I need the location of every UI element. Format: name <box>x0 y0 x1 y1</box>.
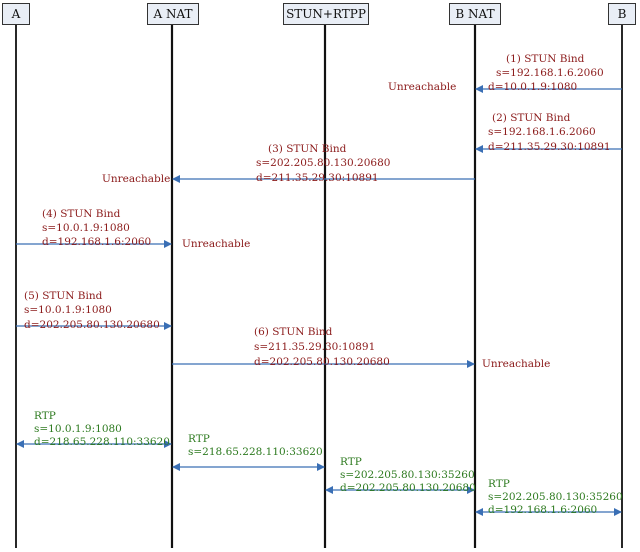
rtp-4-title: RTP <box>488 478 510 490</box>
rtp-3-title: RTP <box>340 456 362 468</box>
msg-3-status: Unreachable <box>102 173 171 185</box>
msg-2-source: s=192.168.1.6.2060 <box>488 126 596 138</box>
rtp-2-title: RTP <box>188 433 210 445</box>
msg-3-source: s=202.205.80.130.20680 <box>256 157 391 169</box>
lifeline-header-a-nat: A NAT <box>147 3 199 25</box>
lifeline-header-b: B <box>608 3 636 25</box>
msg-6-status: Unreachable <box>482 358 551 370</box>
rtp-1-dest: d=218.65.228.110:33620 <box>34 436 170 448</box>
msg-3-title: (3) STUN Bind <box>268 143 347 155</box>
msg-6-title: (6) STUN Bind <box>254 326 333 338</box>
msg-5-source: s=10.0.1.9:1080 <box>24 304 112 316</box>
msg-1-source: s=192.168.1.6.2060 <box>496 67 604 79</box>
rtp-1-title: RTP <box>34 410 56 422</box>
msg-4-title: (4) STUN Bind <box>42 208 121 220</box>
msg-6-dest: d=202.205.80.130.20680 <box>254 356 390 368</box>
rtp-1-source: s=10.0.1.9:1080 <box>34 423 122 435</box>
msg-4-dest: d=192.168.1.6:2060 <box>42 236 152 248</box>
msg-1-dest: d=10.0.1.9:1080 <box>488 81 578 93</box>
rtp-2-source: s=218.65.228.110:33620 <box>188 446 323 458</box>
msg-4-status: Unreachable <box>182 238 251 250</box>
msg-2-dest: d=211.35.29.30:10891 <box>488 141 611 153</box>
lifeline-header-b-nat: B NAT <box>449 3 501 25</box>
msg-1-status: Unreachable <box>388 81 457 93</box>
rtp-3-source: s=202.205.80.130:35260 <box>340 469 475 481</box>
rtp-4-source: s=202.205.80.130:35260 <box>488 491 623 503</box>
msg-3-dest: d=211.35.29.30:10891 <box>256 172 379 184</box>
lifeline-header-stun: STUN+RTPP <box>283 3 369 25</box>
rtp-4-dest: d=192.168.1.6:2060 <box>488 504 598 516</box>
msg-6-source: s=211.35.29.30:10891 <box>254 341 376 353</box>
msg-5-title: (5) STUN Bind <box>24 290 103 302</box>
lifeline-header-a: A <box>2 3 30 25</box>
rtp-3-dest: d=202.205.80.130.20680 <box>340 482 476 494</box>
msg-5-dest: d=202.205.80.130.20680 <box>24 319 160 331</box>
msg-4-source: s=10.0.1.9:1080 <box>42 222 130 234</box>
msg-1-title: (1) STUN Bind <box>506 53 585 65</box>
msg-2-title: (2) STUN Bind <box>492 112 571 124</box>
